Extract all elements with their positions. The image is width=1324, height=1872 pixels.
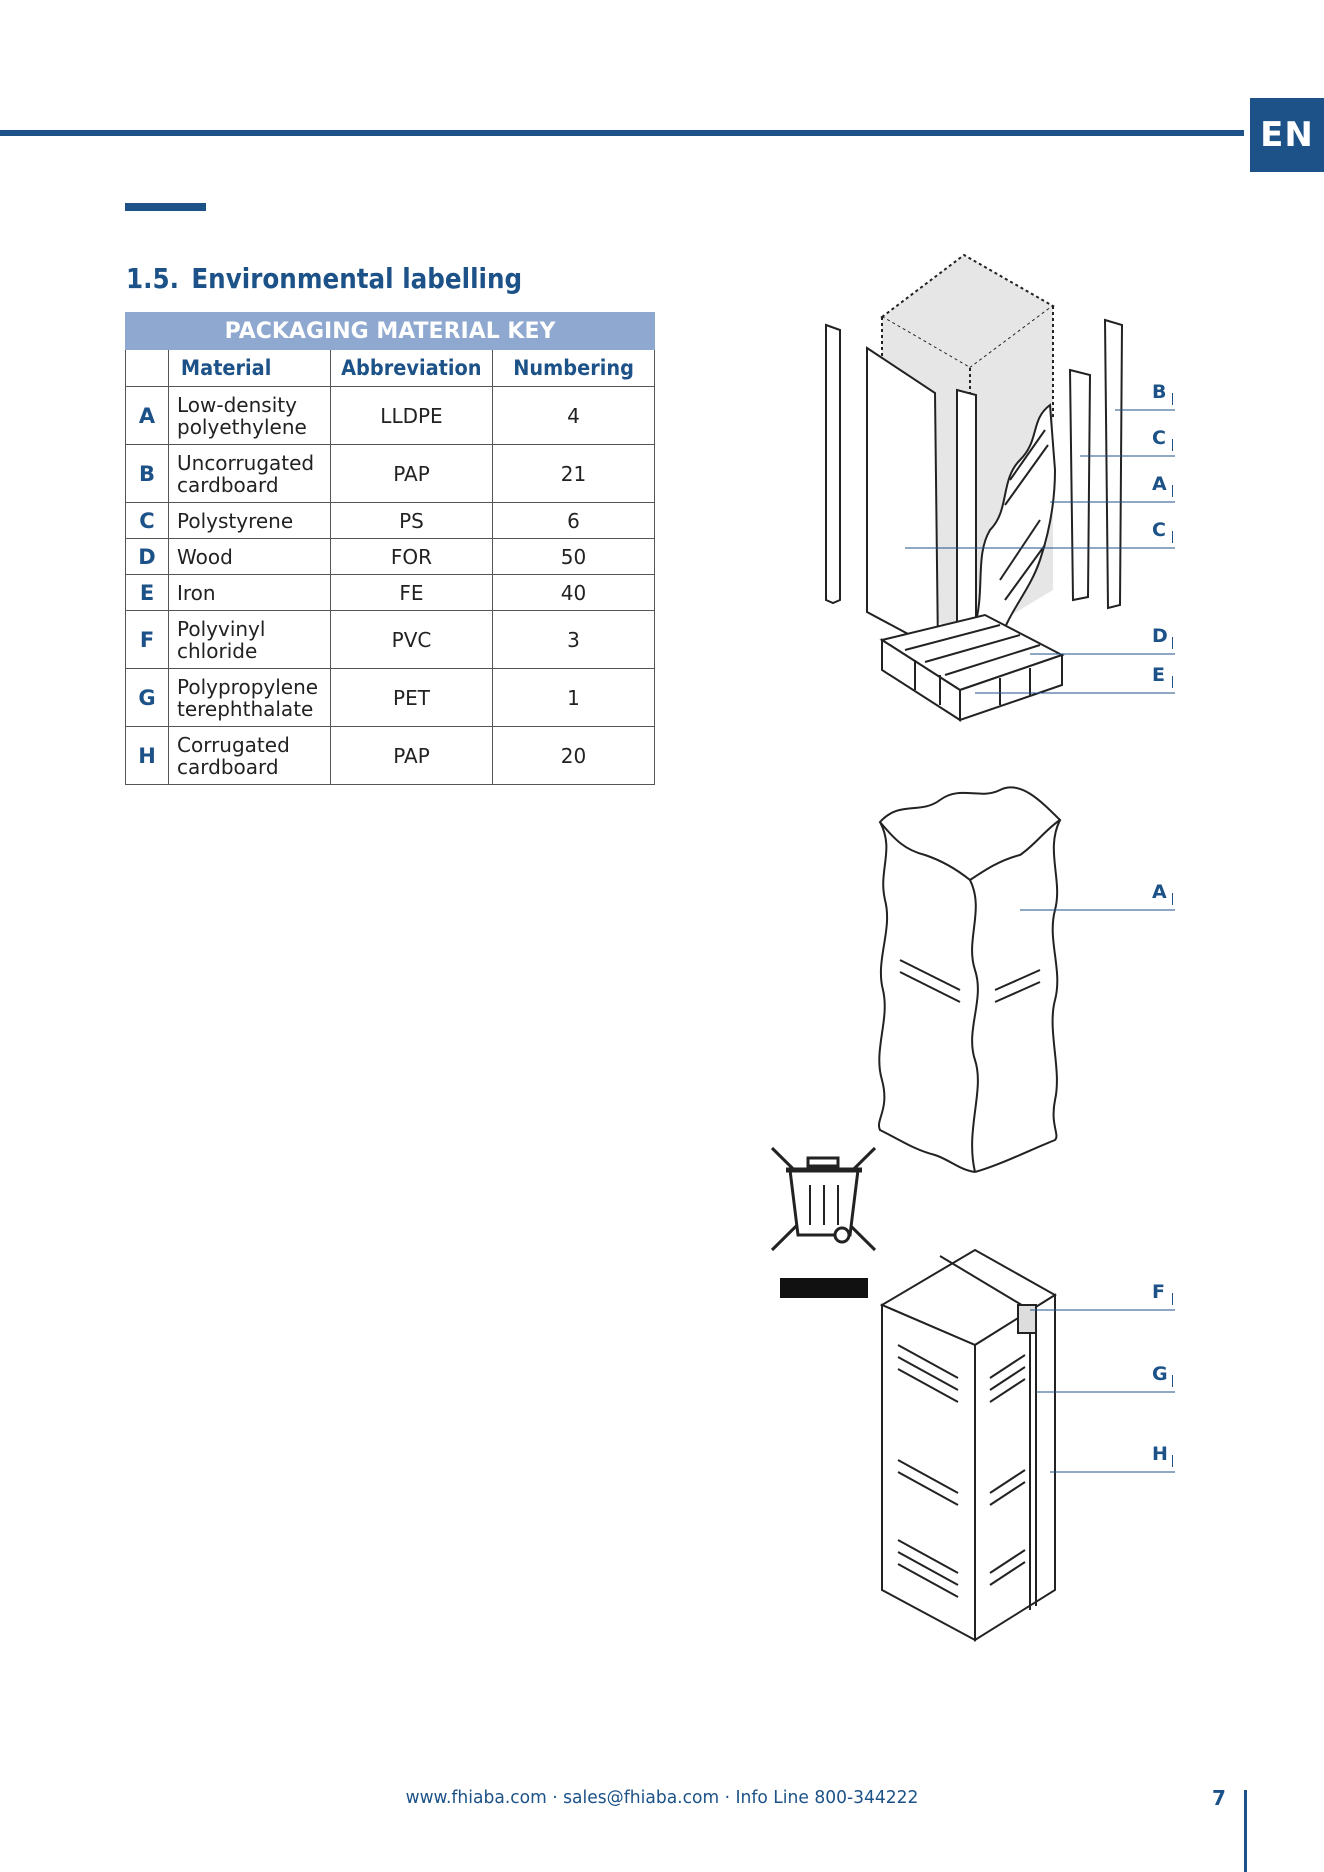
callout-g: G [1152, 1363, 1173, 1387]
numbering-cell: 6 [492, 502, 655, 539]
table-row: D Wood FOR 50 [125, 538, 655, 575]
section-title: 1.5. Environmental labelling [126, 262, 522, 295]
callout-e: E [1152, 664, 1173, 688]
callout-d: D [1152, 625, 1173, 649]
header-blank-cell [125, 349, 169, 387]
language-badge: EN [1250, 98, 1324, 172]
table-row: C Polystyrene PS 6 [125, 502, 655, 539]
numbering-cell: 1 [492, 668, 655, 727]
header-rule [0, 130, 1244, 136]
packed-unit-illustration [879, 1248, 1057, 1642]
column-header-numbering: Numbering [492, 349, 655, 387]
weee-black-bar [780, 1278, 868, 1298]
callout-c: C [1152, 427, 1173, 451]
row-letter: C [125, 502, 169, 539]
abbreviation-cell: PVC [330, 610, 493, 669]
abbreviation-cell: PAP [330, 726, 493, 785]
row-letter: G [125, 668, 169, 727]
callout-f: F [1152, 1281, 1173, 1305]
section-title-text: Environmental labelling [191, 262, 523, 295]
section-number: 1.5. [126, 262, 180, 295]
callout-a-film: A [1152, 881, 1173, 905]
packaging-material-key-table: PACKAGING MATERIAL KEY Material Abbrevia… [125, 312, 655, 785]
numbering-cell: 3 [492, 610, 655, 669]
column-header-abbreviation: Abbreviation [330, 349, 493, 387]
abbreviation-cell: FOR [330, 538, 493, 575]
numbering-cell: 20 [492, 726, 655, 785]
abbreviation-cell: FE [330, 574, 493, 611]
callout-h: H [1152, 1443, 1173, 1467]
page-number: 7 [1212, 1786, 1226, 1810]
row-letter: A [125, 386, 169, 445]
numbering-cell: 21 [492, 444, 655, 503]
crossed-out-wheelie-bin-icon [770, 1146, 877, 1252]
section-accent-rule [125, 203, 206, 211]
row-letter: D [125, 538, 169, 575]
abbreviation-cell: PET [330, 668, 493, 727]
top-leader-lines [905, 409, 1175, 694]
numbering-cell: 4 [492, 386, 655, 445]
column-header-material: Material [168, 349, 331, 387]
page-number-rule [1244, 1790, 1247, 1872]
numbering-cell: 40 [492, 574, 655, 611]
footer-contact: www.fhiaba.com · sales@fhiaba.com · Info… [405, 1787, 919, 1808]
callout-c-lower: C [1152, 519, 1173, 543]
callout-b: B [1152, 381, 1174, 405]
callout-a: A [1152, 473, 1173, 497]
abbreviation-cell: LLDPE [330, 386, 493, 445]
table-caption: PACKAGING MATERIAL KEY [125, 312, 655, 350]
abbreviation-cell: PS [330, 502, 493, 539]
exploded-packaging-illustration [825, 253, 1124, 722]
film-wrap-illustration [877, 786, 1062, 1173]
bottom-leader-lines [1030, 1309, 1175, 1473]
